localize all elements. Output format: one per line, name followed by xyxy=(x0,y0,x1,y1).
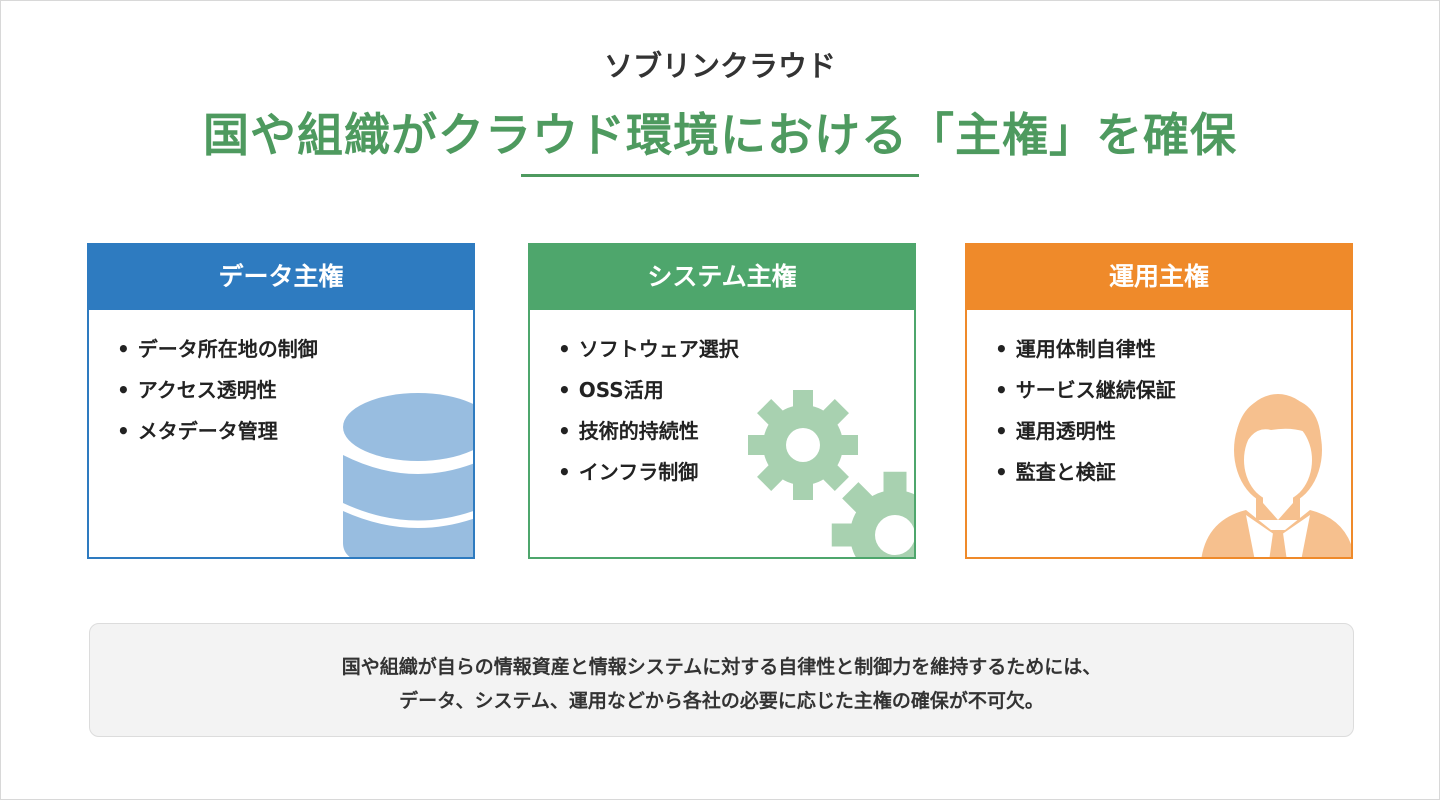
subtitle: ソブリンクラウド xyxy=(603,49,836,83)
list-item: サービス継続保証 xyxy=(995,373,1351,414)
summary-note: 国や組織が自らの情報資産と情報システムに対する自律性と制御力を維持するためには、… xyxy=(89,623,1354,737)
list-item: OSS活用 xyxy=(558,373,914,414)
list-item: 技術的持続性 xyxy=(558,414,914,455)
summary-line: データ、システム、運用などから各社の必要に応じた主権の確保が不可欠。 xyxy=(399,690,1044,712)
list-item: 監査と検証 xyxy=(995,455,1351,496)
list-item: メタデータ管理 xyxy=(117,414,473,455)
page-title: 国や組織がクラウド環境における「主権」を確保 xyxy=(203,108,1237,162)
list-item: 運用透明性 xyxy=(995,414,1351,455)
card-header: 運用主権 xyxy=(967,245,1351,310)
list-item: 運用体制自律性 xyxy=(995,332,1351,373)
list-item: ソフトウェア選択 xyxy=(558,332,914,373)
card-system-sovereignty: システム主権 ソフトウェア選択 OSS活用 技術的持続性 インフラ制御 xyxy=(528,243,916,559)
list-item: インフラ制御 xyxy=(558,455,914,496)
list-item: データ所在地の制御 xyxy=(117,332,473,373)
list-item: アクセス透明性 xyxy=(117,373,473,414)
summary-line: 国や組織が自らの情報資産と情報システムに対する自律性と制御力を維持するためには、 xyxy=(341,656,1102,678)
title-underline xyxy=(521,174,919,177)
card-data-sovereignty: データ主権 データ所在地の制御 アクセス透明性 メタデータ管理 xyxy=(87,243,475,559)
card-operational-sovereignty: 運用主権 運用体制自律性 サービス継続保証 運用透明性 監査と検証 xyxy=(965,243,1353,559)
card-header: データ主権 xyxy=(89,245,473,310)
card-header: システム主権 xyxy=(530,245,914,310)
